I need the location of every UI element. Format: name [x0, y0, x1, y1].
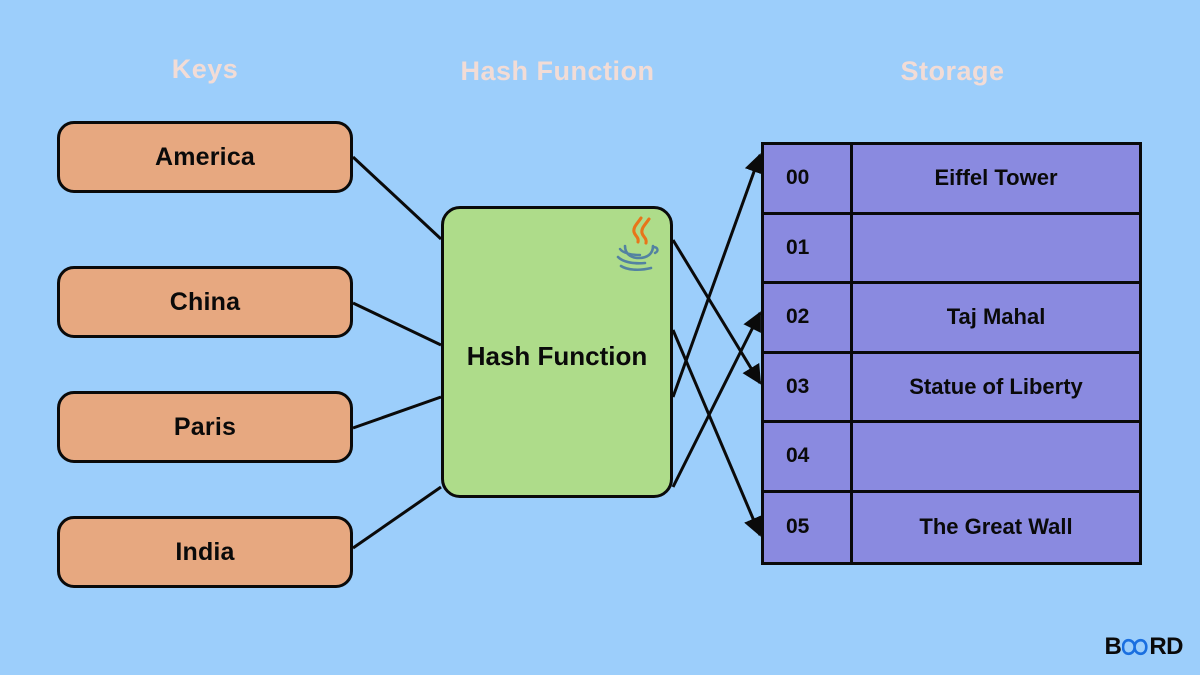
slot-index: 02: [764, 284, 853, 351]
slot-value: Eiffel Tower: [934, 165, 1058, 191]
slot-index: 05: [764, 492, 853, 562]
brand-logo-suffix: RD: [1149, 633, 1183, 660]
table-row[interactable]: 00 Eiffel Tower: [764, 145, 1139, 215]
key-box-paris[interactable]: Paris: [57, 391, 353, 463]
slot-index: 00: [764, 145, 853, 212]
connector-china-hash: [352, 301, 442, 347]
connector-india-hash: [352, 485, 442, 550]
brand-logo-prefix: B: [1104, 633, 1122, 660]
slot-value: [853, 215, 1139, 282]
connector-paris-hash: [352, 395, 442, 430]
key-box-india[interactable]: India: [57, 516, 353, 588]
infinity-icon: [1122, 638, 1148, 656]
column-heading-hash-function: Hash Function: [460, 56, 655, 86]
key-box-america[interactable]: America: [57, 121, 353, 193]
table-row[interactable]: 05 The Great Wall: [764, 492, 1139, 562]
hash-function-label: Hash Function: [466, 341, 648, 371]
key-label: Paris: [173, 412, 237, 441]
slot-index: 01: [764, 214, 853, 281]
arrow-hash-to-slot-00: [671, 153, 764, 398]
java-logo-icon: [616, 216, 659, 272]
slot-value: Taj Mahal: [946, 304, 1046, 330]
slot-value: Statue of Liberty: [909, 373, 1083, 399]
table-row[interactable]: 03 Statue of Liberty: [764, 353, 1139, 423]
connector-america-hash: [351, 155, 443, 241]
slot-index: 03: [764, 353, 853, 420]
hash-function-box[interactable]: Hash Function: [441, 206, 673, 498]
column-heading-keys: Keys: [171, 54, 239, 84]
table-row[interactable]: 01: [764, 214, 1139, 284]
key-box-china[interactable]: China: [57, 266, 353, 338]
key-label: America: [154, 142, 256, 171]
arrow-hash-to-slot-03: [671, 239, 762, 385]
arrow-hash-to-slot-02: [671, 311, 762, 488]
column-heading-storage: Storage: [900, 56, 1005, 86]
key-label: India: [175, 537, 235, 566]
slot-value: [853, 423, 1139, 490]
table-row[interactable]: 04: [764, 423, 1139, 493]
brand-logo: B RD: [1104, 633, 1183, 661]
slot-value: The Great Wall: [919, 514, 1073, 540]
slot-index: 04: [764, 423, 853, 490]
table-row[interactable]: 02 Taj Mahal: [764, 284, 1139, 354]
storage-table: 00 Eiffel Tower 01 02 Taj Mahal 03 Statu…: [761, 142, 1142, 565]
key-label: China: [169, 287, 241, 316]
arrow-hash-to-slot-05: [671, 329, 763, 537]
